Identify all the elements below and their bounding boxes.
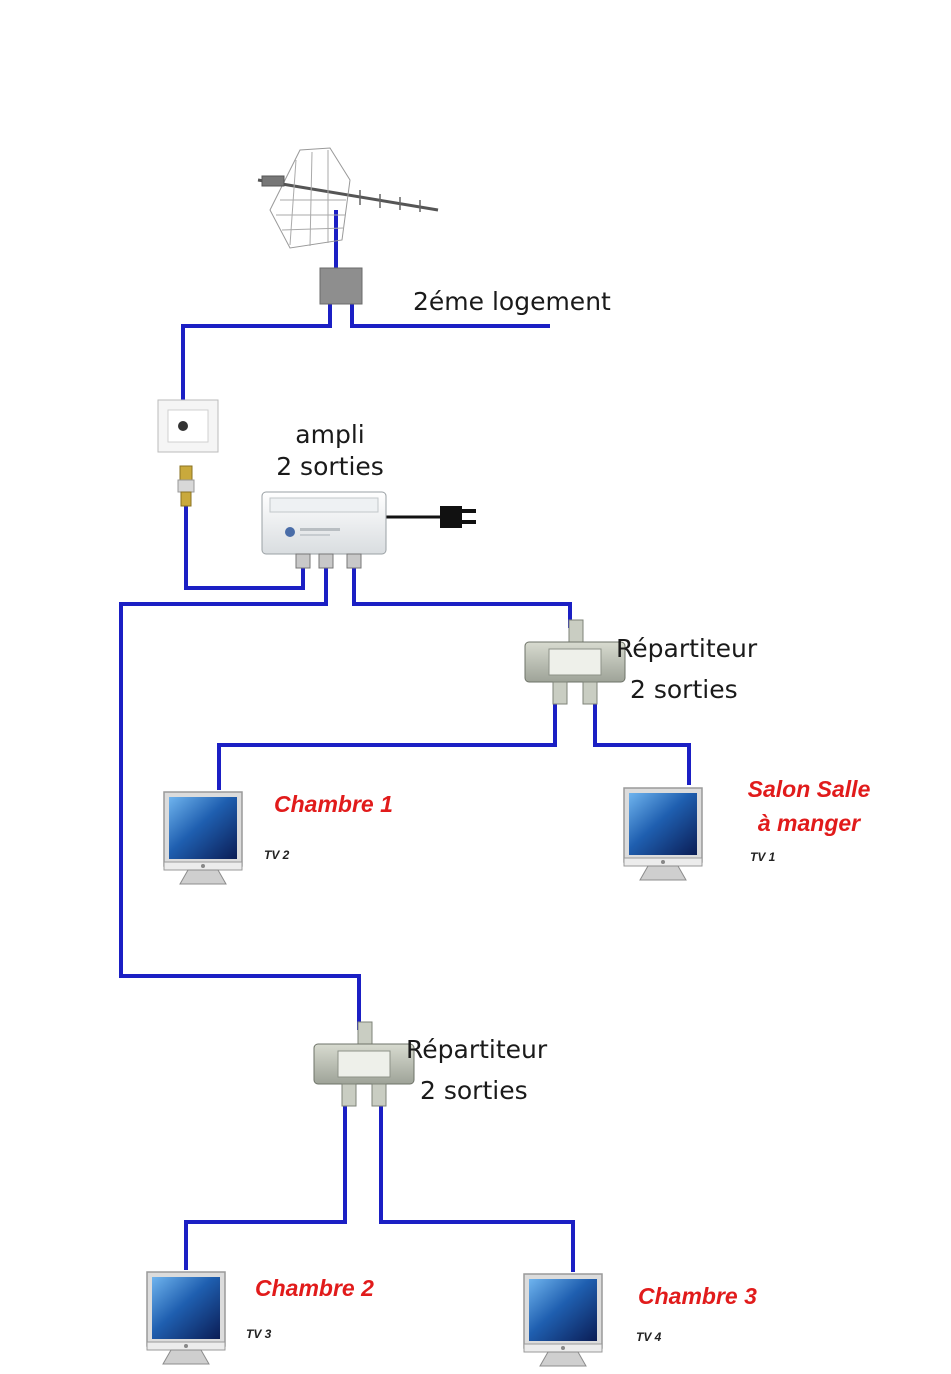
splitter2-label-line2: 2 sorties bbox=[420, 1076, 528, 1105]
splitter-icon bbox=[313, 1021, 415, 1107]
splitter-icon bbox=[524, 619, 626, 705]
coax-cables bbox=[119, 210, 691, 1272]
cable-splitter2-to-tv4 bbox=[379, 1100, 575, 1272]
amplifier-label-line1: ampli bbox=[295, 420, 365, 449]
cable-socket-to-amplifier bbox=[184, 505, 305, 590]
cable-splitter1-to-tv1 bbox=[593, 700, 691, 785]
splitter2-label-line1: Répartiteur bbox=[406, 1035, 548, 1064]
antenna-icon bbox=[257, 147, 439, 249]
f-connector-icon bbox=[177, 465, 195, 507]
tv-monitor-icon bbox=[523, 1273, 603, 1367]
room-label-salon-line1: Salon Salle bbox=[747, 776, 871, 802]
tv-monitor-icon bbox=[146, 1271, 226, 1365]
room-label-chambre2: Chambre 2 bbox=[255, 1275, 374, 1301]
tv-label-tv3: TV 3 bbox=[246, 1327, 272, 1341]
wall-socket-icon bbox=[157, 399, 219, 453]
cable-amp-to-splitter2 bbox=[119, 568, 361, 1030]
cable-amp-to-splitter1 bbox=[352, 568, 572, 628]
tv-monitor-icon bbox=[623, 787, 703, 881]
coupler-icon bbox=[319, 267, 363, 305]
tv-label-tv1: TV 1 bbox=[750, 850, 776, 864]
cable-splitter1-to-tv2 bbox=[217, 700, 557, 790]
cable-to-second-dwelling bbox=[350, 304, 550, 328]
tv-label-tv4: TV 4 bbox=[636, 1330, 662, 1344]
room-label-chambre3: Chambre 3 bbox=[638, 1283, 757, 1309]
tv-monitor-icon bbox=[163, 791, 243, 885]
splitter1-label-line1: Répartiteur bbox=[616, 634, 758, 663]
second-dwelling-label: 2éme logement bbox=[413, 287, 611, 316]
room-label-chambre1: Chambre 1 bbox=[274, 791, 393, 817]
power-plug-icon bbox=[440, 506, 476, 528]
amplifier-icon bbox=[261, 491, 387, 569]
splitter1-label-line2: 2 sorties bbox=[630, 675, 738, 704]
cable-splitter2-to-tv3 bbox=[184, 1100, 347, 1270]
amplifier-label-line2: 2 sorties bbox=[276, 452, 384, 481]
room-label-salon-line2: à manger bbox=[757, 810, 861, 836]
cable-coupler-to-socket bbox=[181, 304, 332, 400]
tv-label-tv2: TV 2 bbox=[264, 848, 290, 862]
